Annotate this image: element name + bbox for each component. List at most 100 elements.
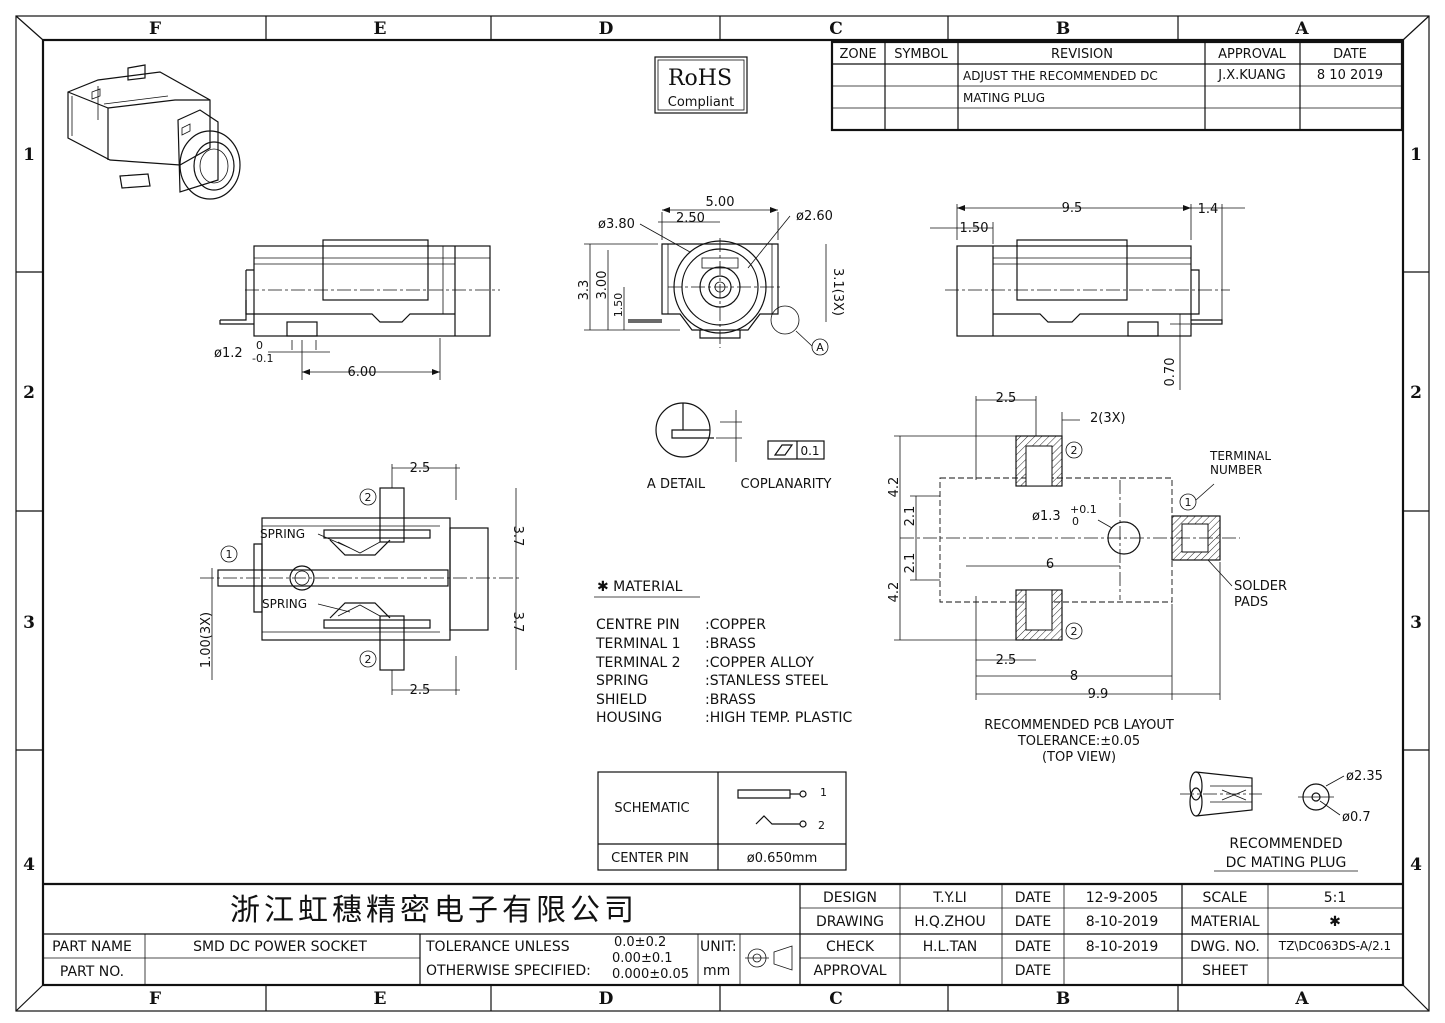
center-pin-label: CENTER PIN: [611, 851, 689, 866]
design-label: DESIGN: [823, 890, 877, 906]
dim-3-3: 3.3: [577, 280, 592, 301]
design-date-label: DATE: [1015, 890, 1051, 906]
pcb-dim-1-3: ø1.3: [1032, 509, 1061, 524]
front-view: 6.00 ø1.2 0 -0.1: [214, 239, 500, 380]
pcb-terminal-2-bottom: 2: [1071, 625, 1078, 638]
pcb-dim-1-3-tol-bottom: 0: [1072, 515, 1079, 528]
isometric-view: [67, 64, 241, 200]
schematic-table: SCHEMATIC CENTER PIN ø0.650mm 1 2: [597, 771, 847, 871]
plug-dim-0-7: ø0.7: [1342, 810, 1371, 825]
spring-top-label: SPRING: [260, 527, 305, 541]
material-part-2: TERMINAL 2: [595, 655, 681, 671]
plug-caption-1: RECOMMENDED: [1229, 836, 1342, 852]
pcb-dim-2-5-bottom: 2.5: [996, 653, 1017, 668]
dim-3-7-b: 3.7: [510, 612, 525, 633]
zone-row-3-left: 3: [23, 613, 35, 633]
detail-a-view: 0.1 A DETAIL COPLANARITY: [647, 402, 832, 492]
part-name-value: SMD DC POWER SOCKET: [193, 939, 367, 955]
material-value-2: :COPPER ALLOY: [705, 655, 814, 671]
drawing-number-label: DWG. NO.: [1190, 939, 1260, 955]
dim-1-2-tol-top: 0: [256, 339, 263, 352]
coplanarity-value: 0.1: [800, 444, 819, 458]
zone-col-e-top: E: [374, 19, 387, 39]
tolerance-1: 0.0±0.2: [614, 935, 666, 950]
zone-col-a-bottom: A: [1294, 989, 1309, 1009]
rev-header-date: DATE: [1333, 47, 1367, 62]
pcb-dim-4-2-a: 4.2: [887, 477, 902, 498]
coplanarity-label: COPLANARITY: [741, 477, 832, 492]
rev-header-approval: APPROVAL: [1218, 47, 1287, 62]
pcb-dim-8: 8: [1070, 669, 1078, 684]
terminal-1-marker: 1: [226, 548, 233, 561]
check-by: H.L.TAN: [923, 939, 978, 955]
terminal-number-label-1: TERMINAL: [1209, 449, 1271, 463]
rohs-subtitle: Compliant: [668, 95, 734, 110]
material-part-3: SPRING: [596, 673, 649, 689]
zone-col-d-top: D: [599, 19, 614, 39]
zone-col-d-bottom: D: [599, 989, 614, 1009]
rev-header-zone: ZONE: [839, 47, 876, 62]
approval-date-label: DATE: [1015, 963, 1051, 979]
pcb-dim-2-1-a: 2.1: [903, 506, 918, 527]
zone-row-1-right: 1: [1410, 145, 1422, 165]
material-part-5: HOUSING: [596, 710, 662, 726]
center-pin-value: ø0.650mm: [747, 851, 818, 866]
pcb-dim-6: 6: [1046, 557, 1054, 572]
solder-pads-label-1: SOLDER: [1234, 579, 1287, 594]
revision-table: ZONE SYMBOL REVISION APPROVAL DATE ADJUS…: [830, 40, 1404, 132]
dim-3-80: ø3.80: [598, 217, 635, 232]
dim-3-00: 3.00: [595, 271, 610, 300]
zone-col-b-bottom: B: [1056, 989, 1070, 1009]
terminal-2-bottom-marker: 2: [365, 653, 372, 666]
pcb-dim-9-9: 9.9: [1088, 687, 1109, 702]
zone-row-1-left: 1: [23, 145, 35, 165]
title-block: 浙江虹穗精密电子有限公司 PART NAME SMD DC POWER SOCK…: [43, 882, 1403, 985]
zone-row-4-left: 4: [23, 855, 35, 875]
unit-value: mm: [703, 963, 730, 979]
zone-col-c-bottom: C: [829, 989, 843, 1009]
dim-9-5: 9.5: [1062, 201, 1083, 216]
dim-1-2-tol-bottom: -0.1: [252, 352, 273, 365]
dim-1-50-vertical: 1.50: [612, 293, 625, 318]
rev-row1-approval: J.X.KUANG: [1217, 68, 1285, 83]
material-value-5: :HIGH TEMP. PLASTIC: [705, 710, 853, 726]
drawing-by: H.Q.ZHOU: [914, 914, 986, 930]
sheet-frame: F E D C B A F E D C B A 1 2 3 4 1 2 3 4: [15, 15, 1430, 1012]
pcb-dim-2-1-b: 2.1: [903, 553, 918, 574]
schematic-pin-2: 2: [818, 819, 825, 832]
check-date: 8-10-2019: [1086, 939, 1158, 955]
bottom-view: 2 2 1 SPRING SPRING 2.5 2.5 3.7 3.7 1.00…: [199, 461, 525, 698]
material-value-1: :BRASS: [705, 636, 756, 652]
zone-row-2-left: 2: [23, 383, 35, 403]
pcb-dim-2-5-top: 2.5: [996, 391, 1017, 406]
material-part-1: TERMINAL 1: [595, 636, 681, 652]
rev-row2-revision: MATING PLUG: [963, 91, 1045, 105]
tolerance-label-1: TOLERANCE UNLESS: [425, 939, 570, 955]
unit-label: UNIT:: [700, 939, 737, 955]
part-no-label: PART NO.: [60, 964, 124, 980]
zone-col-b-top: B: [1056, 19, 1070, 39]
material-heading: ✱ MATERIAL: [597, 579, 683, 595]
check-label: CHECK: [826, 939, 875, 955]
plug-dim-2-35: ø2.35: [1346, 769, 1383, 784]
tolerance-label-2: OTHERWISE SPECIFIED:: [426, 963, 591, 979]
zone-col-f-bottom: F: [149, 989, 161, 1009]
design-date: 12-9-2005: [1086, 890, 1158, 906]
rohs-badge: RoHS Compliant: [654, 56, 748, 114]
zone-col-a-top: A: [1294, 19, 1309, 39]
material-value-4: :BRASS: [705, 692, 756, 708]
material-part-0: CENTRE PIN: [596, 617, 680, 633]
scale-label: SCALE: [1203, 890, 1248, 906]
projection-symbol-icon: [745, 945, 793, 971]
pcb-terminal-1: 1: [1185, 496, 1192, 509]
schematic-pin-1: 1: [820, 786, 827, 799]
end-view: A 5.00 ø3.80 2.50 ø2.60 3.3 3.00 1.50 3.…: [577, 195, 845, 356]
schematic-label: SCHEMATIC: [614, 801, 689, 816]
pcb-dim-1-3-tol-top: +0.1: [1070, 503, 1097, 516]
material-label: MATERIAL: [1190, 914, 1259, 930]
zone-row-2-right: 2: [1410, 383, 1422, 403]
pcb-caption-2: TOLERANCE:±0.05: [1017, 734, 1140, 749]
drawing-number-value: TZ\DC063DS-A/2.1: [1278, 939, 1391, 953]
dim-1-00-3x: 1.00(3X): [199, 612, 214, 668]
